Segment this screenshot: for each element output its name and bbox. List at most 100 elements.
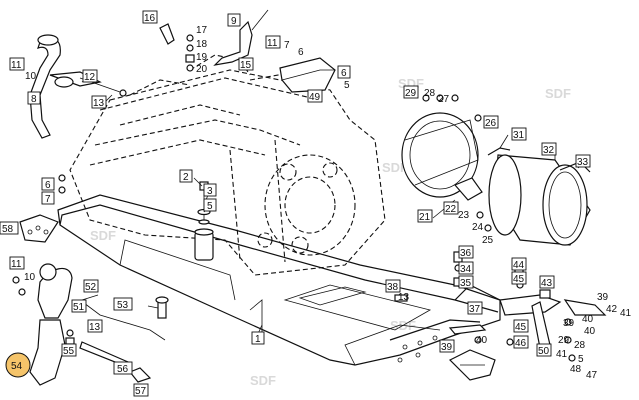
callout-1: 1 (255, 334, 261, 345)
callout-37: 37 (469, 304, 481, 315)
rear-mount-right (394, 251, 607, 362)
callout-23: 23 (458, 210, 470, 221)
callout-box-32 (541, 142, 557, 156)
callout-box-13a (91, 95, 107, 109)
callout-51: 51 (73, 302, 85, 313)
callout-box-2 (179, 169, 193, 183)
callout-box-53 (113, 297, 133, 311)
callout-40b: 40 (582, 314, 594, 325)
callout-5: 5 (207, 201, 213, 212)
callout-45b: 45 (515, 322, 527, 333)
callout-box-22 (443, 201, 459, 215)
callout-box-3 (203, 183, 217, 197)
callout-3: 3 (207, 186, 213, 197)
watermark-2: SDF (545, 86, 571, 101)
callout-27: 27 (438, 94, 450, 105)
left-lower-parts (12, 174, 169, 386)
callout-10b: 10 (24, 272, 36, 283)
callout-15: 15 (240, 60, 252, 71)
callout-5b: 5 (344, 80, 350, 91)
callout-box-11c (9, 256, 25, 270)
watermark-6: SDF (250, 373, 276, 388)
callout-box-56 (113, 361, 133, 375)
callout-10a: 10 (25, 71, 37, 82)
callout-box-6c (337, 65, 351, 79)
highlight-54 (5, 352, 31, 378)
callout-6a: 6 (45, 180, 51, 191)
callout-53: 53 (117, 300, 129, 311)
callout-45a: 45 (513, 274, 525, 285)
callout-13c: 13 (398, 292, 410, 303)
callout-box-44 (511, 257, 527, 271)
callout-39b: 39 (597, 292, 609, 303)
callout-20: 20 (196, 64, 208, 75)
bracket-15 (159, 9, 269, 72)
callout-43: 43 (541, 278, 553, 289)
callout-box-21 (417, 209, 433, 223)
callout-box-38 (385, 279, 401, 293)
callout-6c: 6 (341, 68, 347, 79)
callout-24: 24 (472, 222, 484, 233)
callout-40a: 40 (476, 335, 488, 346)
callout-box-43 (539, 275, 555, 289)
callout-labels: 1 2 3 5 6 7 8 9 11 10 12 13 15 16 17 18 … (0, 10, 632, 397)
callout-box-31 (511, 127, 527, 141)
callout-box-11b (265, 35, 281, 49)
callout-8: 8 (31, 94, 37, 105)
callout-22: 22 (445, 204, 457, 215)
callout-54: 54 (11, 361, 23, 372)
callout-18: 18 (196, 39, 208, 50)
callout-42: 42 (606, 304, 618, 315)
callout-box-26 (483, 115, 499, 129)
callout-33: 33 (577, 157, 589, 168)
callout-5c: 5 (578, 354, 584, 365)
callout-box-45b (513, 319, 529, 333)
watermark-3: SDF (382, 160, 408, 175)
callout-box-39a (439, 339, 455, 353)
callout-40c: 40 (584, 326, 596, 337)
callout-35: 35 (460, 278, 472, 289)
callout-box-33 (575, 154, 591, 168)
callout-12: 12 (84, 72, 96, 83)
callout-2: 2 (183, 172, 189, 183)
callout-21: 21 (419, 212, 431, 223)
coolant-hose (29, 34, 127, 139)
callout-28b: 28 (574, 340, 586, 351)
callout-box-8 (27, 91, 41, 105)
callout-41b: 41 (556, 349, 568, 360)
callout-box-55 (61, 343, 77, 357)
callout-16: 16 (144, 13, 156, 24)
callout-28: 28 (424, 88, 436, 99)
callout-50: 50 (538, 346, 550, 357)
callout-19: 19 (196, 52, 208, 63)
callout-26: 26 (485, 118, 497, 129)
callout-41a: 41 (620, 308, 632, 319)
callout-box-11a (9, 57, 25, 71)
callout-56: 56 (117, 364, 129, 375)
callout-box-46 (513, 335, 529, 349)
callout-7b: 7 (284, 40, 290, 51)
callout-13b: 13 (89, 322, 101, 333)
callout-57: 57 (135, 386, 147, 397)
callout-11b: 11 (267, 38, 278, 49)
callout-box-7a (41, 191, 55, 205)
callout-box-58 (0, 221, 19, 235)
bell-housing (401, 94, 591, 246)
callout-box-6a (41, 177, 55, 191)
callout-box-12 (82, 69, 98, 83)
callout-box-29 (403, 85, 419, 99)
callout-48: 48 (570, 364, 582, 375)
callout-36: 36 (460, 248, 472, 259)
callout-32: 32 (543, 145, 555, 156)
callout-25: 25 (482, 235, 494, 246)
callout-9: 9 (231, 16, 237, 27)
callout-34: 34 (460, 264, 472, 275)
watermark-5: SDF (90, 228, 116, 243)
callout-box-13b (87, 319, 103, 333)
callout-box-51 (71, 299, 87, 313)
callout-49: 49 (309, 92, 321, 103)
callout-box-16 (142, 10, 158, 24)
callout-46: 46 (515, 338, 527, 349)
callout-box-52 (83, 279, 99, 293)
